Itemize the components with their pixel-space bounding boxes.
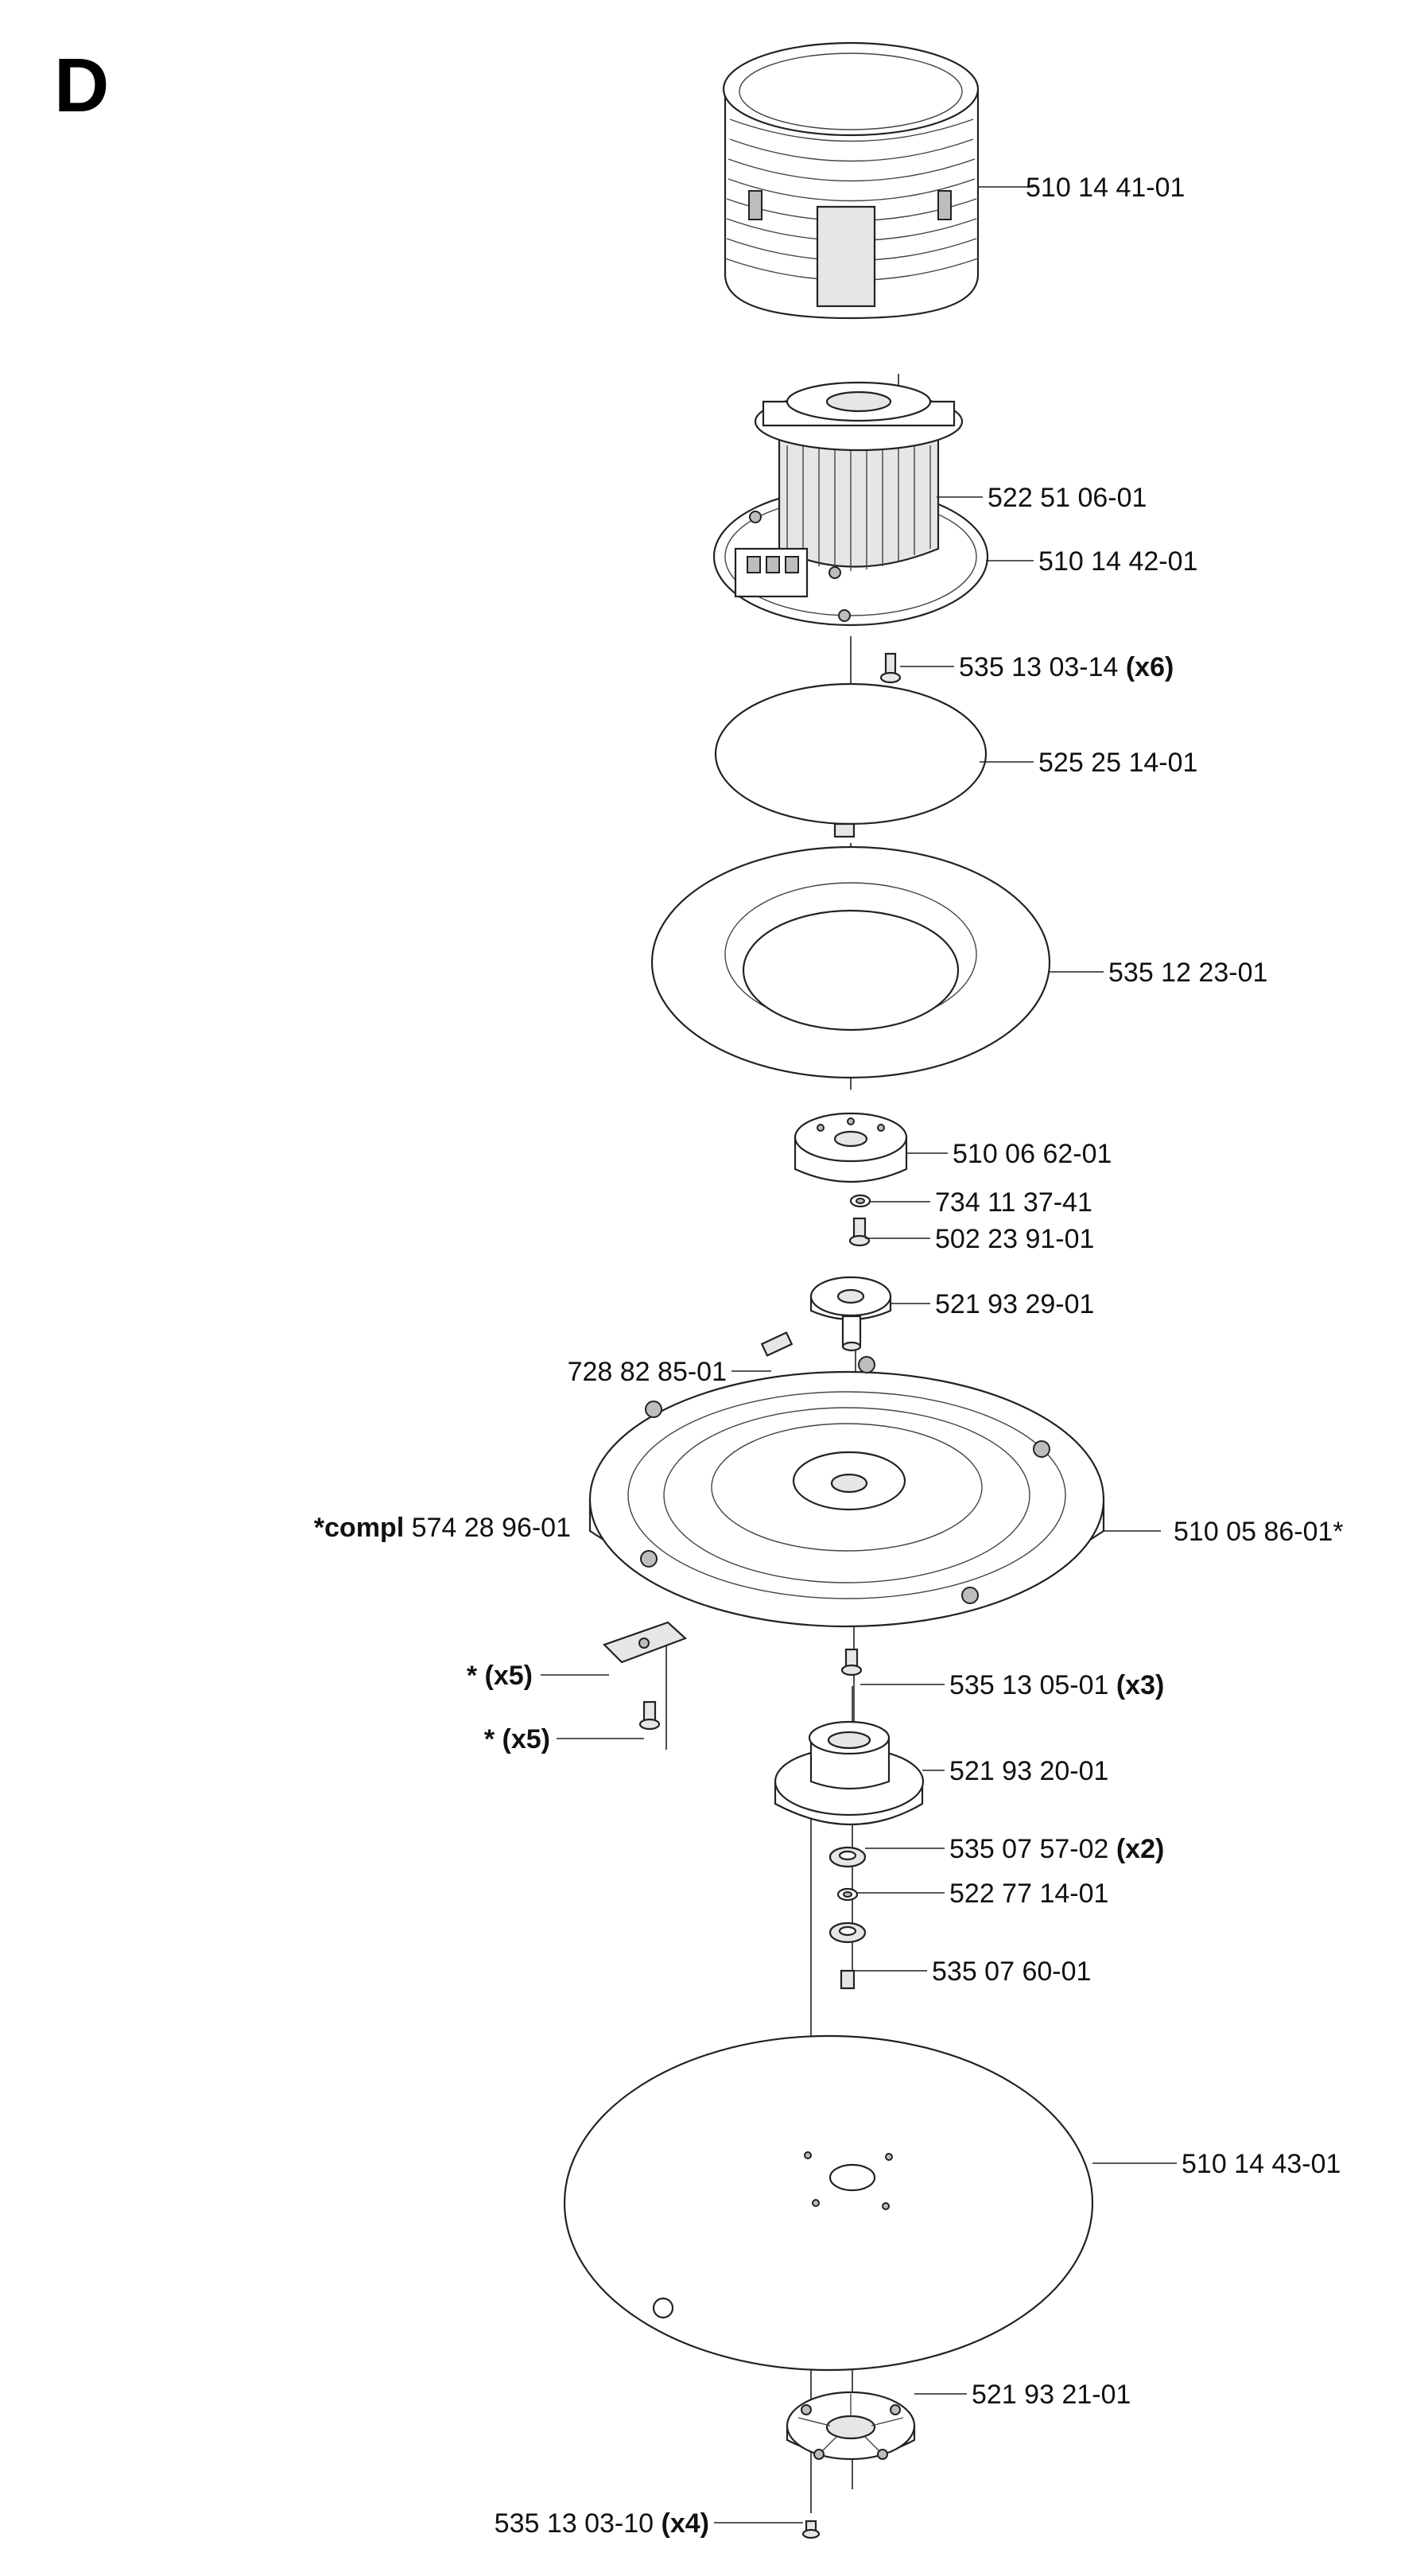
part-qty: (x2) [1116, 1834, 1164, 1864]
part-label-535-07-60-01: 535 07 60-01 [932, 1956, 1091, 1987]
part-label-522-77-14-01: 522 77 14-01 [949, 1879, 1108, 1909]
part-qty: (x5) [485, 1661, 533, 1691]
leader-lines [541, 186, 1177, 2524]
motor-assembly [712, 381, 989, 627]
base-bracket [786, 2391, 916, 2461]
bearing-housing [774, 1720, 925, 1825]
part-label-521-93-20-01: 521 93 20-01 [949, 1756, 1108, 1786]
screw-x3 [840, 1648, 863, 1677]
thin-disc [714, 682, 988, 838]
part-number: 535 07 57-02 [949, 1834, 1108, 1864]
bolt-x5 [638, 1700, 661, 1731]
washer [849, 1194, 871, 1208]
part-label-522-51-06-01: 522 51 06-01 [988, 483, 1147, 513]
part-label-510-14-43-01: 510 14 43-01 [1182, 2149, 1341, 2179]
main-housing-disc [588, 1356, 1105, 1628]
part-number: 535 13 03-14 [959, 652, 1118, 682]
part-label-535-13-03-10: 535 13 03-10 (x4) [495, 2508, 709, 2539]
section-letter: D [54, 43, 109, 128]
spacer [836, 1887, 859, 1902]
bearing-upper [828, 1846, 867, 1868]
part-qty: (x4) [662, 2508, 709, 2539]
part-prefix: *compl [314, 1513, 404, 1543]
part-label-574-28-96-01: *compl 574 28 96-01 [314, 1513, 571, 1543]
part-qty: (x3) [1116, 1670, 1164, 1700]
part-label-521-93-21-01: 521 93 21-01 [972, 2380, 1131, 2410]
part-label-521-93-29-01: 521 93 29-01 [935, 1289, 1094, 1319]
screw-x4 [801, 2520, 821, 2539]
part-number: 574 28 96-01 [412, 1513, 571, 1543]
large-ring [650, 845, 1051, 1079]
part-label-502-23-91-01: 502 23 91-01 [935, 1224, 1094, 1254]
part-label-535-12-23-01: 535 12 23-01 [1108, 958, 1267, 988]
set-screw [760, 1331, 794, 1357]
part-label-star-x5-bolt: * (x5) [484, 1724, 550, 1754]
nut [840, 1969, 856, 1990]
part-number: * [467, 1661, 478, 1691]
part-label-734-11-37-41: 734 11 37-41 [935, 1187, 1092, 1218]
part-label-525-25-14-01: 525 25 14-01 [1038, 748, 1197, 778]
base-disc [563, 2034, 1094, 2372]
part-label-728-82-85-01: 728 82 85-01 [568, 1357, 727, 1387]
screw-x6 [879, 652, 902, 684]
hub-cap [794, 1112, 908, 1183]
bolt [848, 1217, 871, 1247]
part-label-535-07-57-02: 535 07 57-02 (x2) [949, 1834, 1164, 1864]
part-number: 535 13 05-01 [949, 1670, 1108, 1700]
part-label-510-14-41-01: 510 14 41-01 [1026, 173, 1185, 203]
part-label-535-13-03-14: 535 13 03-14 (x6) [959, 652, 1174, 682]
part-label-535-13-05-01: 535 13 05-01 (x3) [949, 1670, 1164, 1700]
cylindrical-cover [722, 41, 980, 320]
part-number: * [484, 1724, 495, 1754]
part-label-510-06-62-01: 510 06 62-01 [953, 1139, 1112, 1169]
part-label-star-x5-plate: * (x5) [467, 1661, 533, 1691]
part-qty: (x5) [503, 1724, 550, 1754]
bearing-lower [828, 1921, 867, 1944]
part-label-510-05-86-01: 510 05 86-01* [1174, 1517, 1344, 1547]
part-label-510-14-42-01: 510 14 42-01 [1038, 546, 1197, 577]
part-number: 535 13 03-10 [495, 2508, 654, 2539]
bracket-plate [602, 1621, 688, 1664]
shaft-flange [809, 1276, 892, 1352]
part-qty: (x6) [1126, 652, 1174, 682]
